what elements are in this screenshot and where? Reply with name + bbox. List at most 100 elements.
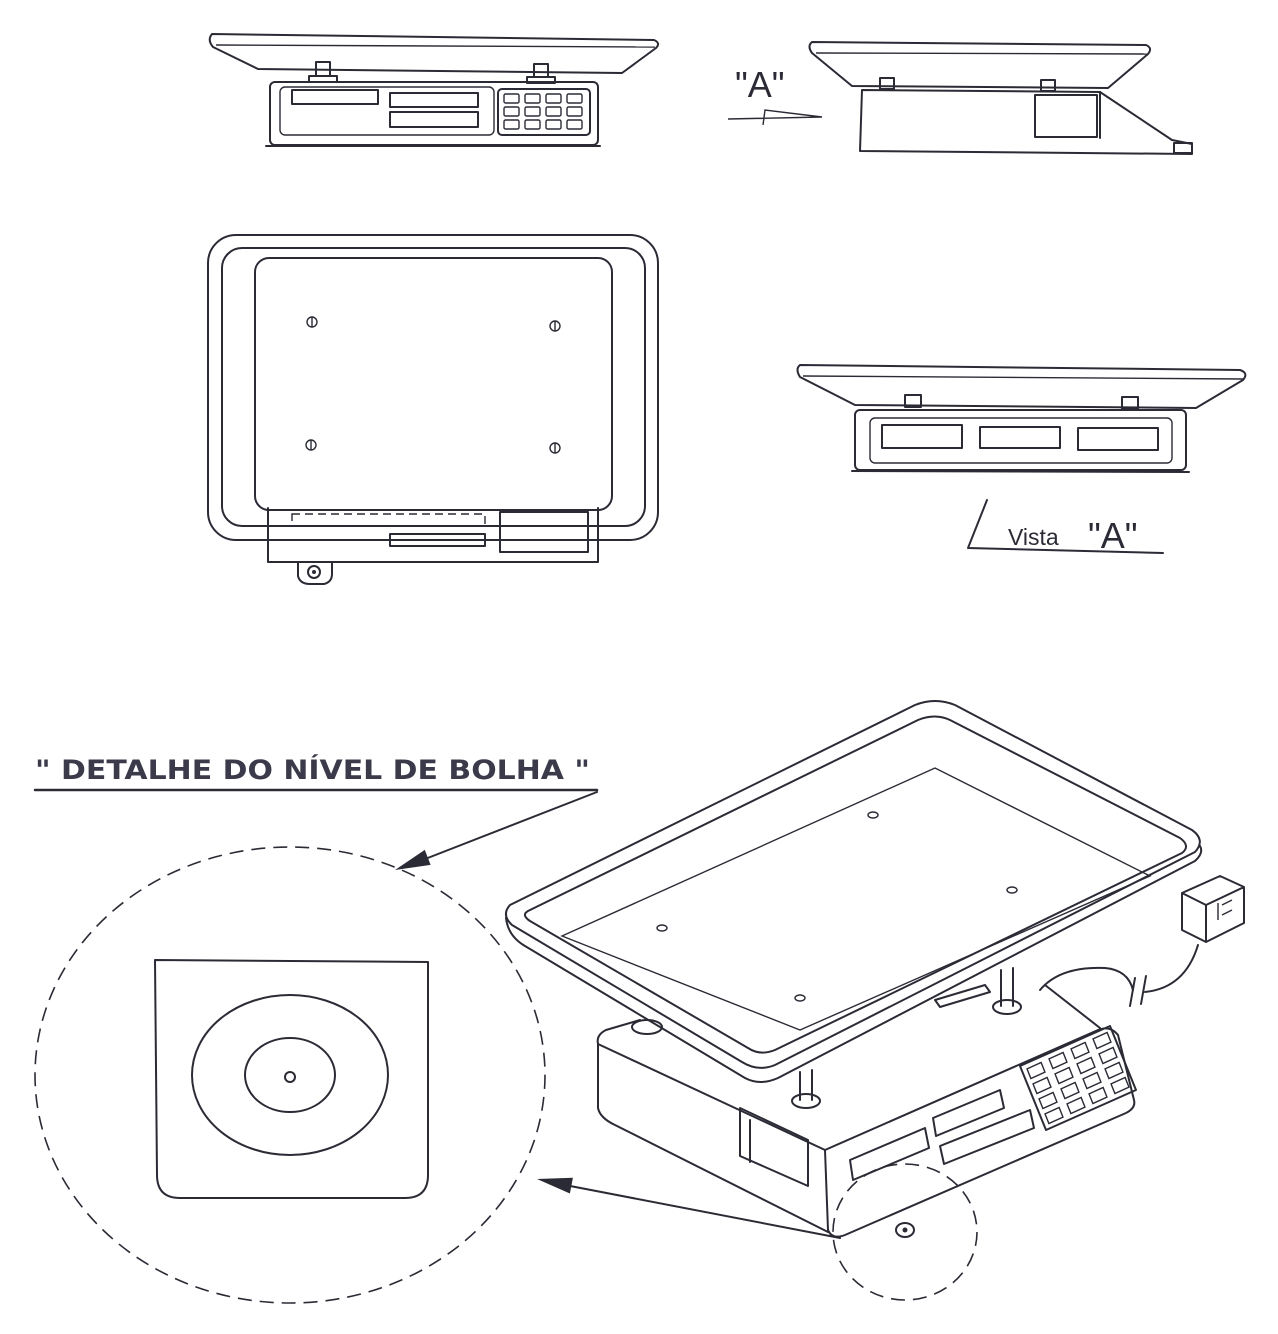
tray-front	[208, 33, 660, 74]
iso-body-top-edge	[597, 1043, 826, 1151]
iso-tray-outer	[505, 700, 1201, 1069]
screw-icon	[305, 439, 317, 451]
tray-outer-rim	[207, 234, 659, 541]
level-bubble	[284, 1071, 296, 1083]
iso-keypad-frame	[1019, 1025, 1137, 1131]
body-side	[859, 89, 1193, 155]
tray-side	[808, 41, 1152, 89]
iso-screw-hole	[1006, 886, 1018, 894]
body-below-outline	[267, 507, 599, 563]
keypad-key	[503, 93, 520, 104]
keypad-key	[524, 106, 541, 117]
iso-detail-circle	[832, 1163, 978, 1301]
keypad-key	[503, 119, 520, 130]
bubble-level-icon	[307, 565, 321, 579]
tray-rim-line	[215, 44, 656, 48]
iso-display-2	[932, 1089, 1005, 1137]
power-cable-end	[1144, 944, 1199, 993]
view-marker-arrow	[727, 109, 823, 126]
iso-keypad-key	[1032, 1076, 1052, 1095]
iso-keypad-key	[1098, 1046, 1118, 1065]
keypad-keys	[503, 93, 583, 130]
iso-pillar-front	[799, 1069, 813, 1101]
iso-pillar-front-base	[791, 1093, 821, 1109]
iso-platter	[560, 767, 1152, 1031]
iso-keypad-key	[1054, 1066, 1074, 1085]
iso-tray-inner	[524, 715, 1187, 1054]
tray-inner-rim	[221, 247, 646, 527]
iso-display-1	[849, 1127, 930, 1181]
display-panel-vista	[869, 417, 1173, 464]
power-cable	[1039, 966, 1134, 991]
side-panel	[1034, 94, 1098, 138]
screw-icon	[549, 320, 561, 332]
iso-screw-hole	[794, 994, 806, 1002]
iso-bracket	[934, 984, 991, 1008]
iso-level-foot-center	[902, 1227, 908, 1233]
screw-icon	[306, 316, 318, 328]
plan-view	[207, 234, 659, 585]
iso-keypad-key	[1070, 1041, 1090, 1060]
pillar-side-right	[1040, 79, 1056, 92]
iso-keypad-key	[1088, 1086, 1108, 1105]
display-vista-1	[881, 424, 963, 449]
level-inner-ring	[244, 1037, 336, 1113]
iso-screw-hole	[867, 811, 879, 819]
display-total	[389, 111, 479, 128]
level-tab	[297, 561, 333, 585]
iso-pillar-left-base	[631, 1019, 663, 1035]
iso-display-panel	[824, 1027, 1136, 1238]
keypad-key	[545, 93, 562, 104]
level-housing	[154, 959, 429, 1199]
screw-icon	[549, 442, 561, 454]
detail-pointer-arrowhead	[395, 849, 431, 870]
vista-label-leader	[967, 499, 1164, 554]
keypad-key	[545, 106, 562, 117]
iso-screw-hole	[656, 924, 668, 932]
platter	[254, 257, 613, 511]
iso-keypad-key	[1076, 1056, 1096, 1075]
isometric-scale	[505, 700, 1245, 1301]
power-adapter-icon	[1181, 875, 1245, 943]
iso-pillar-back-base	[992, 999, 1022, 1015]
vista-a-label: Vista "A"	[967, 499, 1164, 556]
iso-keypad-key	[1060, 1081, 1080, 1100]
display-weight	[291, 89, 379, 105]
detail-pointer-line	[419, 791, 598, 862]
iso-body-left	[596, 1019, 829, 1233]
iso-keypad-key	[1038, 1091, 1058, 1110]
keypad-frame	[497, 88, 591, 136]
detail-magnifier-circle	[34, 846, 546, 1304]
view-marker-label: "A"	[735, 64, 785, 105]
pillar-vista-left	[904, 394, 922, 408]
keypad-key	[524, 93, 541, 104]
keypad-key	[503, 106, 520, 117]
keypad-key	[545, 119, 562, 130]
iso-keypad-key	[1066, 1096, 1086, 1115]
pillar-side-left	[879, 77, 895, 90]
iso-keypad-key	[1044, 1106, 1064, 1125]
iso-keypad-key	[1026, 1061, 1046, 1080]
side-view	[808, 41, 1193, 155]
iso-keypad-key	[1092, 1031, 1112, 1050]
hidden-keypad	[499, 511, 589, 553]
iso-keypad-key	[1082, 1071, 1102, 1090]
keypad-key	[524, 119, 541, 130]
tray-side-rim	[815, 52, 1148, 55]
iso-level-foot-icon	[895, 1222, 915, 1238]
side-foot	[1173, 142, 1193, 154]
display-vista-3	[1077, 427, 1159, 451]
detail-source-arrowhead	[537, 1177, 573, 1194]
bubble-level-detail: " DETALHE DO NÍVEL DE BOLHA "	[33, 754, 841, 1304]
keypad-key	[566, 119, 583, 130]
iso-keypad-key	[1104, 1061, 1124, 1080]
keypad-key	[566, 93, 583, 104]
vista-word: Vista	[1008, 524, 1059, 550]
iso-keypad-keys	[1026, 1031, 1130, 1125]
iso-side-slot	[739, 1107, 809, 1187]
iso-body-back-edge	[1044, 984, 1101, 1029]
vista-a-view	[796, 364, 1247, 473]
tray-vista	[796, 364, 1247, 409]
hidden-display-1	[291, 513, 486, 527]
